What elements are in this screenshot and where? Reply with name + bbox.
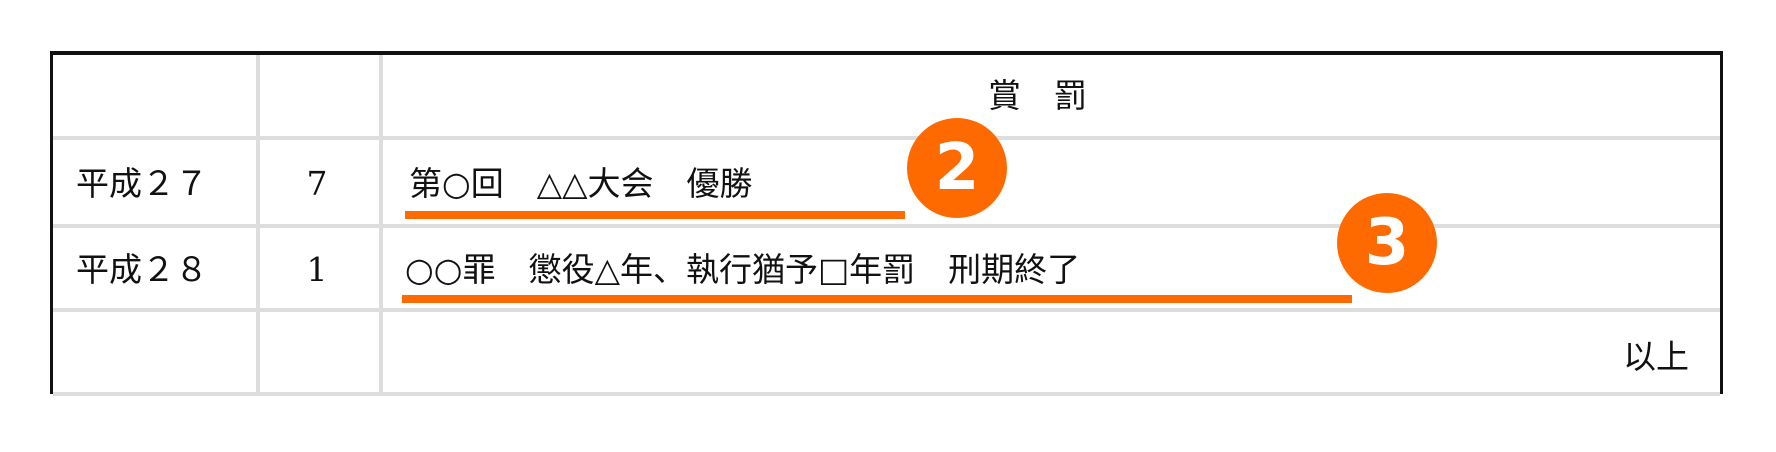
row2-year: 平成２８ — [76, 250, 208, 289]
column-divider — [256, 55, 260, 394]
column-divider — [379, 55, 383, 394]
closing-text: 以上 — [1623, 337, 1689, 376]
row-divider — [53, 392, 1720, 396]
award-punishment-table — [50, 51, 1723, 394]
header-award-punishment: 賞 罰 — [988, 76, 1087, 115]
row-divider — [53, 308, 1720, 312]
row-divider — [53, 224, 1720, 228]
row1-highlight-underline — [405, 211, 905, 219]
row2-content: ○○罪 懲役△年、執行猶予□年罰 刑期終了 — [405, 250, 1081, 289]
row-divider — [53, 136, 1720, 140]
annotation-badge-2: 2 — [907, 118, 1007, 218]
row2-highlight-underline — [402, 295, 1352, 303]
annotation-badge-3: 3 — [1337, 193, 1437, 293]
row1-content: 第○回 △△大会 優勝 — [409, 164, 753, 203]
row1-year: 平成２７ — [76, 164, 208, 203]
row2-month: 1 — [306, 250, 328, 289]
row1-month: 7 — [306, 164, 328, 203]
